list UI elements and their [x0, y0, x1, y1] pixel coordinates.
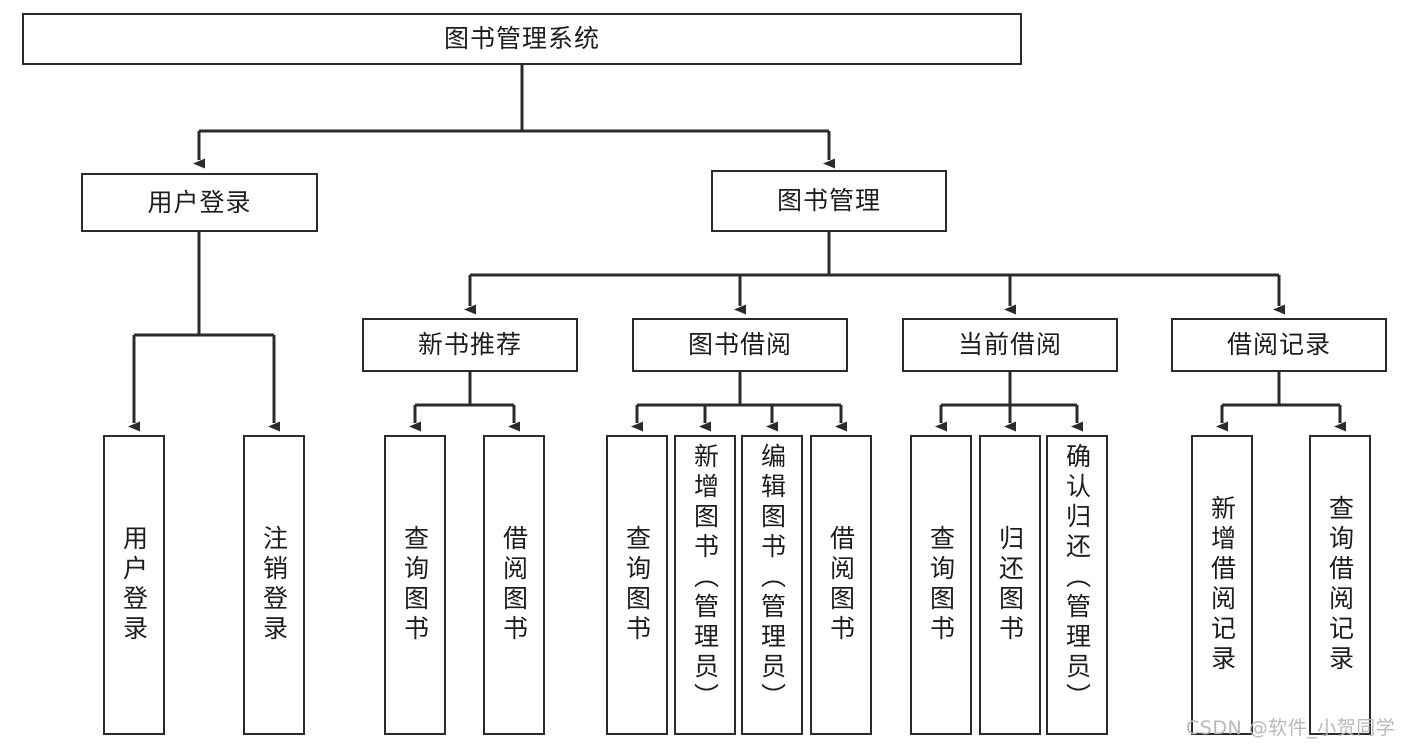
node-root[interactable]: 图书管理系统 — [22, 13, 1022, 65]
leaf-borrow-book-1[interactable]: 借阅图书 — [483, 435, 545, 735]
leaf-return-book-label: 归还图书 — [995, 525, 1025, 645]
node-user-login-label: 用户登录 — [147, 187, 252, 217]
watermark: CSDN @软件_小贺同学 — [1186, 717, 1396, 739]
leaf-confirm-return-label: 确认归还（管理员） — [1062, 443, 1092, 713]
node-book-borrow[interactable]: 图书借阅 — [632, 318, 848, 372]
leaf-query-book-1-label: 查询图书 — [400, 525, 430, 645]
leaf-query-book-2-label: 查询图书 — [622, 525, 652, 645]
node-current-borrow[interactable]: 当前借阅 — [902, 318, 1118, 372]
leaf-confirm-return[interactable]: 确认归还（管理员） — [1046, 435, 1108, 735]
leaf-query-book-1[interactable]: 查询图书 — [384, 435, 446, 735]
node-new-book-rec-label: 新书推荐 — [417, 330, 522, 359]
leaf-add-record[interactable]: 新增借阅记录 — [1191, 435, 1253, 735]
leaf-query-book-3-label: 查询图书 — [926, 525, 956, 645]
node-new-book-rec[interactable]: 新书推荐 — [362, 318, 578, 372]
leaf-add-record-label: 新增借阅记录 — [1207, 495, 1237, 675]
leaf-add-book-label: 新增图书（管理员） — [690, 443, 720, 713]
node-borrow-record[interactable]: 借阅记录 — [1171, 318, 1387, 372]
leaf-edit-book[interactable]: 编辑图书（管理员） — [741, 435, 803, 735]
leaf-query-record[interactable]: 查询借阅记录 — [1309, 435, 1371, 735]
leaf-borrow-book-2-label: 借阅图书 — [826, 525, 856, 645]
node-book-manage-label: 图书管理 — [776, 186, 881, 215]
leaf-return-book[interactable]: 归还图书 — [979, 435, 1041, 735]
node-current-borrow-label: 当前借阅 — [957, 330, 1062, 359]
node-root-label: 图书管理系统 — [443, 24, 600, 53]
node-borrow-record-label: 借阅记录 — [1226, 330, 1331, 359]
leaf-add-book[interactable]: 新增图书（管理员） — [674, 435, 736, 735]
leaf-logout[interactable]: 注销登录 — [243, 435, 305, 735]
leaf-query-book-2[interactable]: 查询图书 — [606, 435, 668, 735]
node-book-manage[interactable]: 图书管理 — [711, 170, 947, 232]
leaf-borrow-book-2[interactable]: 借阅图书 — [810, 435, 872, 735]
leaf-logout-label: 注销登录 — [259, 525, 289, 645]
node-user-login[interactable]: 用户登录 — [81, 173, 318, 232]
leaf-query-record-label: 查询借阅记录 — [1325, 495, 1355, 675]
leaf-user-login[interactable]: 用户登录 — [103, 435, 165, 735]
leaf-query-book-3[interactable]: 查询图书 — [910, 435, 972, 735]
leaf-user-login-label: 用户登录 — [119, 525, 149, 645]
leaf-borrow-book-1-label: 借阅图书 — [499, 525, 529, 645]
leaf-edit-book-label: 编辑图书（管理员） — [757, 443, 787, 713]
node-book-borrow-label: 图书借阅 — [687, 330, 792, 359]
